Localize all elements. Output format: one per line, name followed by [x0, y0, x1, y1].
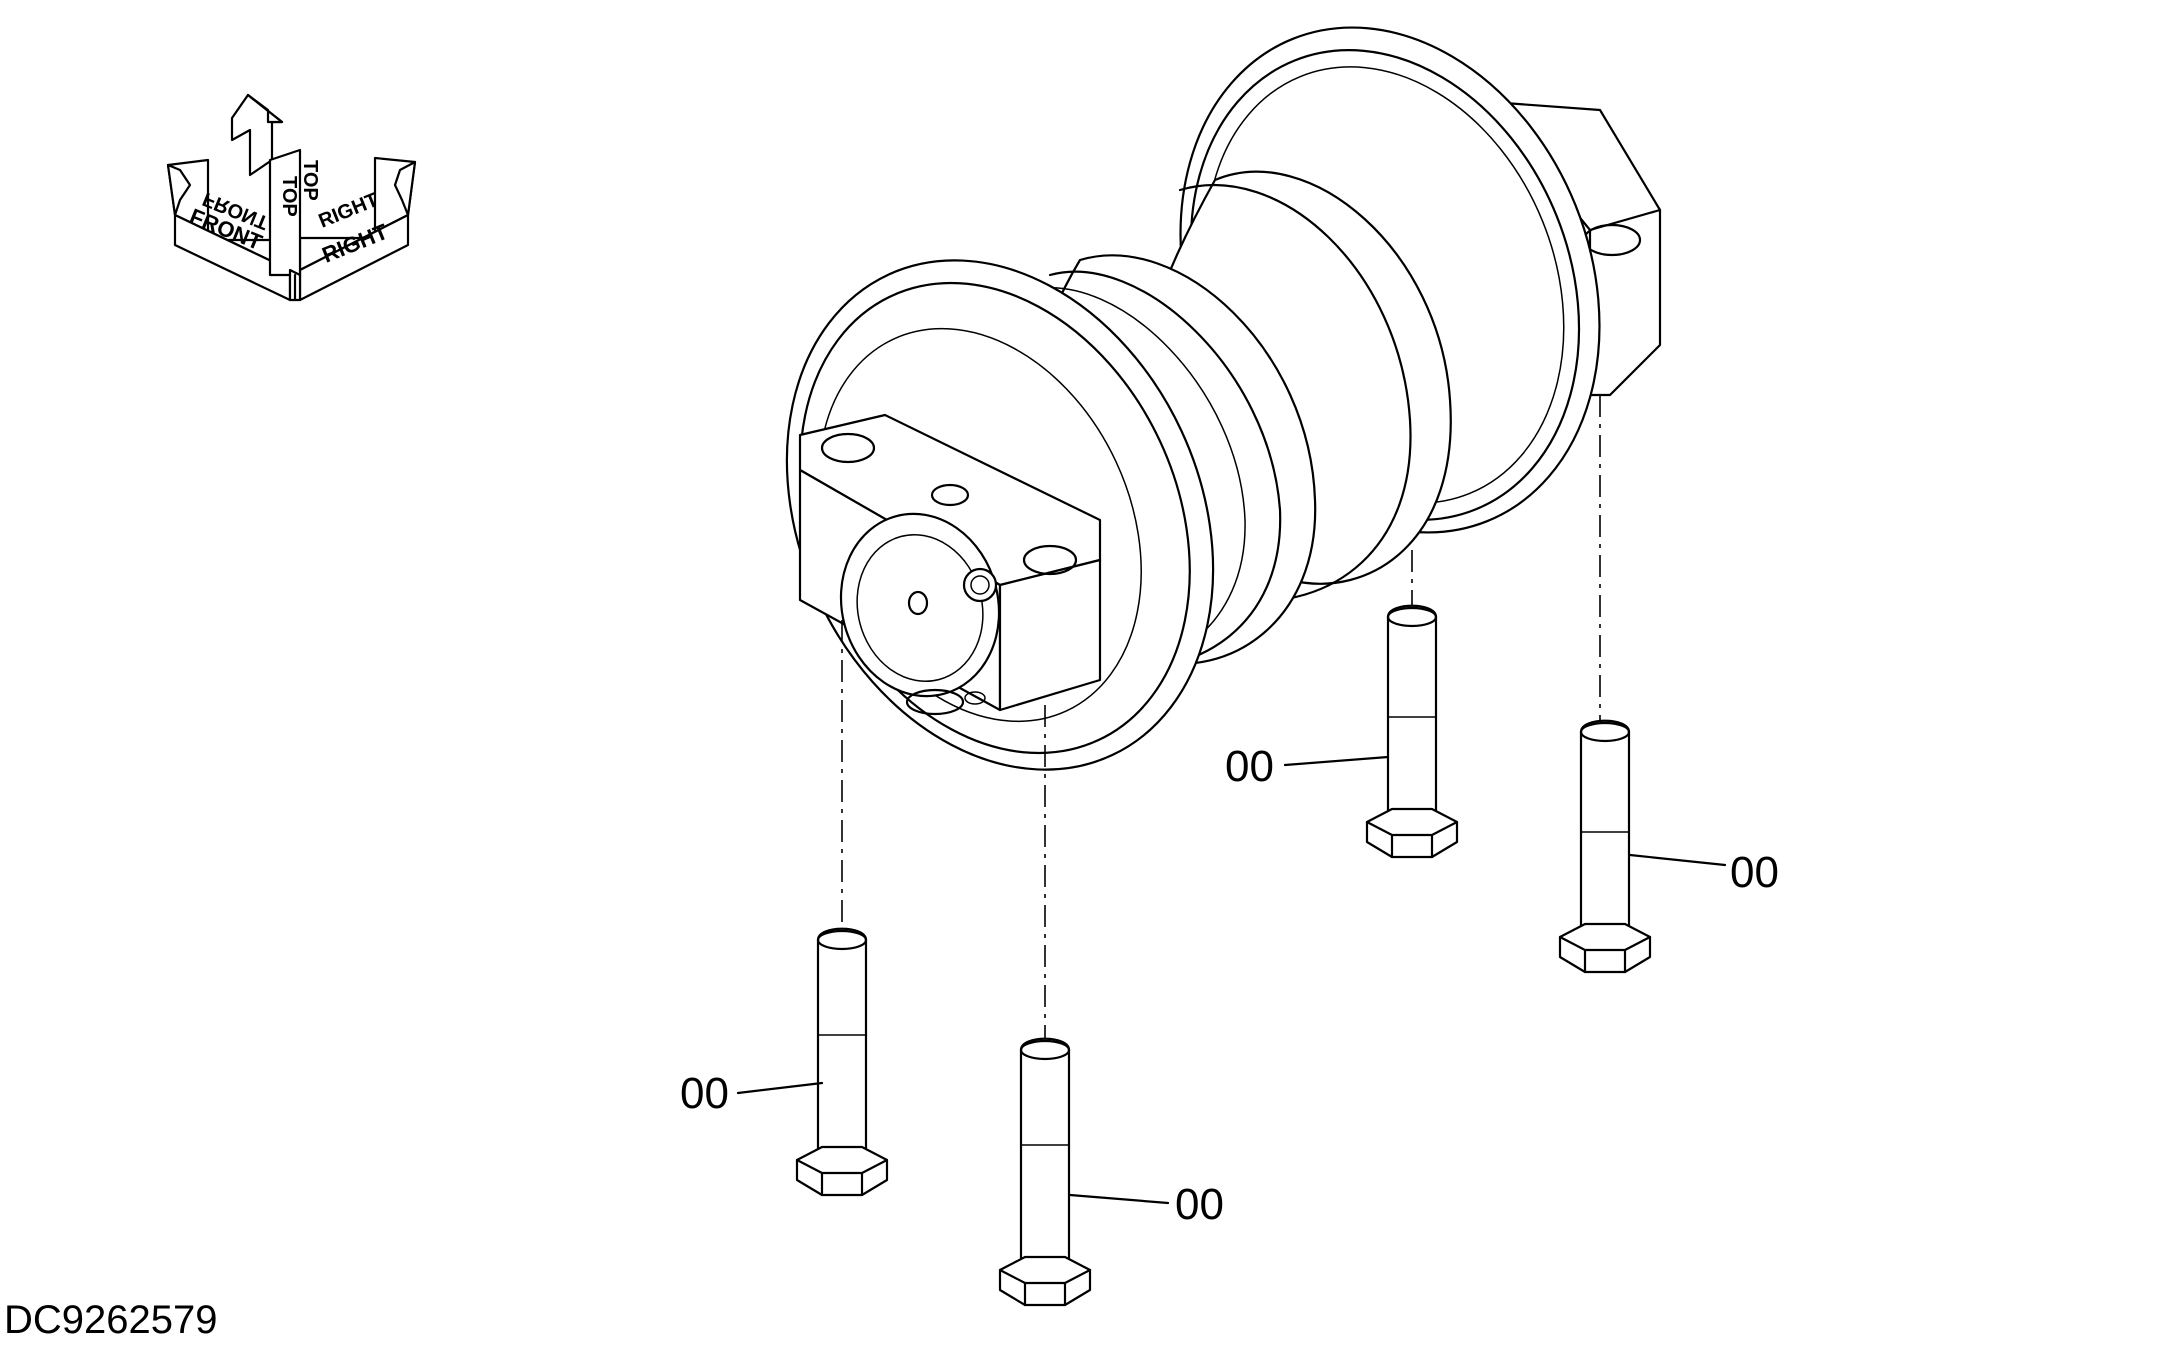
callout-label: 00: [680, 1069, 729, 1118]
callout-label: 00: [1225, 742, 1274, 791]
orientation-top-label: TOP: [278, 176, 300, 217]
leader-lines: [736, 755, 1727, 1205]
bolt: [1558, 719, 1652, 974]
bolt: [1365, 604, 1459, 859]
callout-label: 00: [1175, 1180, 1224, 1229]
bolt: [795, 927, 889, 1197]
orientation-indicator: FRONT FRONT TOP TOP RIGHT RIGHT: [166, 93, 417, 302]
callout-label: 00: [1730, 848, 1779, 897]
drawing-number: DC9262579: [4, 1298, 218, 1342]
bolt: [998, 1037, 1092, 1307]
alignment-lines: [841, 395, 1601, 1040]
orientation-top-label-2: TOP: [299, 160, 321, 201]
track-roller: [785, 26, 1662, 771]
